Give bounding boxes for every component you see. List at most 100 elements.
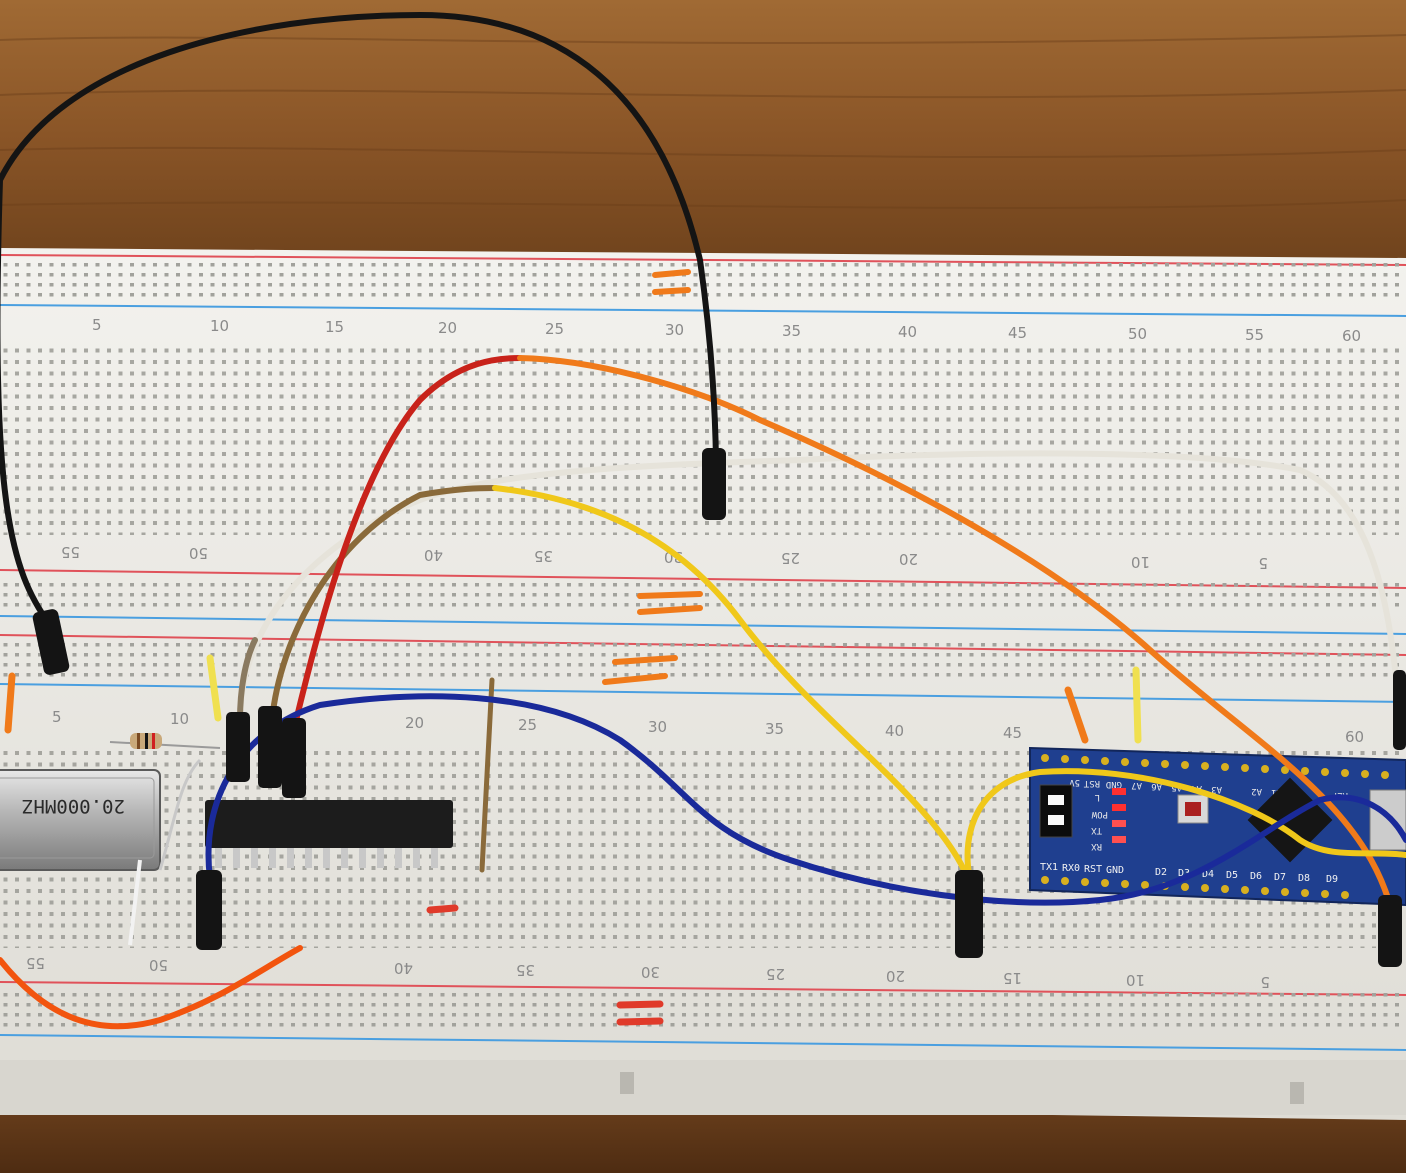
mid-num-40: 40 <box>424 546 443 564</box>
nano-bottom-pin-labels: TX1 RX0 RST GND D2 D3 D4 D5 D6 D7 D8 D9 <box>1040 862 1338 885</box>
mid-num-10: 10 <box>1131 553 1150 571</box>
yellow-wire <box>492 485 971 883</box>
nano-pin-tx1: TX1 <box>1040 862 1058 873</box>
nano-pin-d9: D9 <box>1326 874 1338 885</box>
plug-yellow-center <box>955 870 983 958</box>
black-wire-arch <box>0 11 719 628</box>
plug-white-ic <box>226 712 250 782</box>
nano-led-pow-label: POW <box>1091 809 1108 819</box>
jumper-wires <box>0 11 1406 1030</box>
bottom-column-numbers: 55 50 40 35 30 25 20 15 10 5 <box>26 954 1270 991</box>
nano-pin-d3: D3 <box>1178 868 1190 879</box>
nano-pin-rst-top: RST <box>1083 778 1100 788</box>
crystal-oscillator: 20.000MHZ <box>0 758 202 946</box>
top-num-25: 25 <box>545 320 564 338</box>
breadboard-base-strip <box>0 1060 1406 1115</box>
top-num-55: 55 <box>1245 326 1264 344</box>
nano-led-l-label: L <box>1095 792 1100 802</box>
bot-num-35: 35 <box>516 961 535 979</box>
wire-plugs <box>32 448 1406 967</box>
nano-pin-a6: A6 <box>1151 781 1162 791</box>
nano-pin-5v: 5V <box>1069 777 1080 787</box>
nano-pin-rst: RST <box>1084 864 1102 875</box>
plug-black-center <box>702 448 726 520</box>
blue-wire <box>205 693 1406 906</box>
low-num-40: 40 <box>885 722 904 740</box>
bot-num-10: 10 <box>1126 971 1145 989</box>
nano-pin-d5: D5 <box>1226 870 1238 881</box>
top-rail-blue <box>0 304 1406 317</box>
nano-pin-a7: A7 <box>1131 780 1142 790</box>
mid-num-35: 35 <box>534 547 553 565</box>
plug-black-left <box>32 609 70 675</box>
bot-num-25: 25 <box>766 965 785 983</box>
low-num-60: 60 <box>1345 728 1364 746</box>
nano-pin-gnd: GND <box>1106 865 1124 876</box>
nano-pin-d6: D6 <box>1250 871 1262 882</box>
mid-num-25: 25 <box>781 549 800 567</box>
middle-column-numbers: 55 50 40 35 30 25 20 10 5 <box>61 543 1268 572</box>
plug-blue-left <box>196 870 222 950</box>
wood-grain <box>0 34 1406 210</box>
nano-led-rx-label: RX <box>1091 841 1102 851</box>
short-jumpers <box>4 269 1142 1026</box>
plug-white-right <box>1393 670 1406 750</box>
low-num-20: 20 <box>405 714 424 732</box>
lower-column-numbers: 5 10 20 25 30 35 40 45 60 <box>52 708 1364 746</box>
bottom-rail-blue <box>0 1034 1406 1051</box>
nano-status-leds: L POW TX RX <box>1091 788 1126 851</box>
top-num-40: 40 <box>898 323 917 341</box>
mid-rail-blue-1 <box>0 615 1406 635</box>
low-num-10: 10 <box>170 710 189 728</box>
dip-ic-chip <box>205 800 453 868</box>
mid-rail-blue-2 <box>0 683 1406 703</box>
bot-num-30: 30 <box>641 963 660 981</box>
nano-pin-a2: A2 <box>1251 786 1262 796</box>
nano-pin-d4: D4 <box>1202 869 1214 880</box>
nano-pin-a3: A3 <box>1211 784 1222 794</box>
bot-num-50: 50 <box>149 956 168 974</box>
top-num-45: 45 <box>1008 324 1027 342</box>
crystal-marking: 20.000MHZ <box>22 795 125 817</box>
yellow-wire-2 <box>964 768 1406 883</box>
top-num-50: 50 <box>1128 325 1147 343</box>
plug-red-ic <box>282 718 306 798</box>
bot-num-40: 40 <box>394 959 413 977</box>
mid-num-55: 55 <box>61 543 80 561</box>
nano-pin-d7: D7 <box>1274 872 1286 883</box>
low-num-45: 45 <box>1003 724 1022 742</box>
nano-led-tx-label: TX <box>1091 825 1102 835</box>
orange-wire-long <box>517 355 1393 908</box>
low-num-30: 30 <box>648 718 667 736</box>
top-num-10: 10 <box>210 317 229 335</box>
mid-num-20: 20 <box>899 550 918 568</box>
resistor <box>109 733 221 749</box>
plug-orange-right <box>1378 895 1402 967</box>
top-num-30: 30 <box>665 321 684 339</box>
bot-num-55: 55 <box>26 954 45 972</box>
brown-wire <box>269 485 498 723</box>
bot-num-5: 5 <box>1260 973 1270 991</box>
top-num-60: 60 <box>1342 327 1361 345</box>
low-num-35: 35 <box>765 720 784 738</box>
red-wire <box>292 355 523 728</box>
nano-pin-d8: D8 <box>1298 873 1310 884</box>
top-num-15: 15 <box>325 318 344 336</box>
plug-brown-ic <box>258 706 282 788</box>
top-num-20: 20 <box>438 319 457 337</box>
low-num-5: 5 <box>52 708 62 726</box>
top-num-35: 35 <box>782 322 801 340</box>
nano-pin-gnd-top: GND <box>1106 779 1122 789</box>
bot-num-20: 20 <box>886 967 905 985</box>
nano-pin-d2: D2 <box>1155 867 1167 878</box>
table-top <box>0 0 1406 270</box>
top-num-5: 5 <box>92 316 102 334</box>
low-num-25: 25 <box>518 716 537 734</box>
mid-num-50: 50 <box>189 544 208 562</box>
orange-wire-bottom-left <box>0 945 303 1030</box>
bot-num-15: 15 <box>1003 969 1022 987</box>
top-column-numbers: 5 10 15 20 25 30 35 40 45 50 55 60 <box>92 316 1361 345</box>
nano-pin-rx0: RX0 <box>1062 863 1080 874</box>
mid-num-5: 5 <box>1258 554 1268 572</box>
